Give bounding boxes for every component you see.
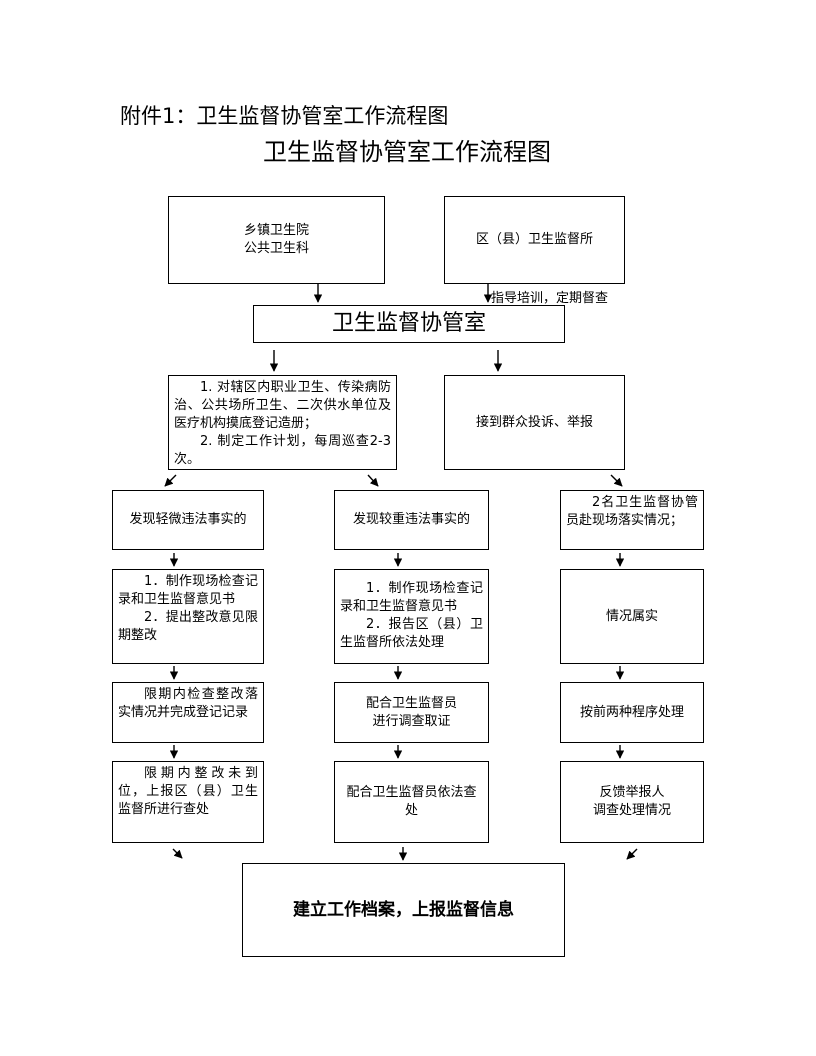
left-step-4-box: 限期内整改未到位，上报区（县）卫生监督所进行查处 [112,761,264,843]
middle-step-4-label: 配合卫生监督员依法查处 [346,785,477,818]
left-step-4-label: 限期内整改未到位，上报区（县）卫生监督所进行查处 [118,766,258,817]
left-step-2-box: 1．制作现场检查记录和卫生监督意见书 2．提出整改意见限期整改 [112,569,264,664]
right-step-1-box: 2名卫生监督协管员赴现场落实情况； [560,490,704,550]
right-step-3-label: 按前两种程序处理 [579,704,684,720]
arrow-right-to-final [626,848,638,860]
duty-item-2: 2. 制定工作计划，每周巡查2-3次。 [174,434,391,467]
final-label: 建立工作档案，上报监督信息 [293,900,514,920]
middle-step-3-box: 配合卫生监督员 进行调查取证 [334,682,489,743]
main-title: 卫生监督协管室工作流程图 [263,138,551,166]
duties-box: 1. 对辖区内职业卫生、传染病防治、公共场所卫生、二次供水单位及医疗机构摸底登记… [168,375,397,470]
left-step-1-box: 发现轻微违法事实的 [112,490,264,550]
right-step-4-line-2: 调查处理情况 [592,803,671,818]
left-step-3-label: 限期内检查整改落实情况并完成登记记录 [118,687,258,720]
district-office-box: 区（县）卫生监督所 [444,196,625,284]
middle-step-1-box: 发现较重违法事实的 [334,490,489,550]
township-line-1: 乡镇卫生院 [243,223,309,238]
township-hospital-text: 乡镇卫生院 公共卫生科 [244,222,309,258]
hub-label: 卫生监督协管室 [331,311,486,336]
right-step-3-box: 按前两种程序处理 [560,682,704,743]
guidance-note: 指导培训，定期督查 [491,291,609,306]
complaints-label: 接到群众投诉、举报 [475,414,593,430]
middle-step-2-box: 1．制作现场检查记录和卫生监督意见书 2．报告区（县）卫生监督所依法处理 [334,569,489,664]
left-step-2-item-2: 2．提出整改意见限期整改 [118,610,258,643]
attachment-title: 附件1：卫生监督协管室工作流程图 [120,104,449,128]
right-step-2-box: 情况属实 [560,569,704,664]
duty-item-1: 1. 对辖区内职业卫生、传染病防治、公共场所卫生、二次供水单位及医疗机构摸底登记… [174,380,391,431]
middle-step-1-label: 发现较重违法事实的 [352,512,470,527]
left-step-2-item-1: 1．制作现场检查记录和卫生监督意见书 [118,574,258,607]
middle-step-2-item-1: 1．制作现场检查记录和卫生监督意见书 [340,581,483,614]
township-hospital-box: 乡镇卫生院 公共卫生科 [168,196,385,284]
district-office-label: 区（县）卫生监督所 [475,232,593,247]
arrow-complaints-to-right [610,474,623,487]
middle-step-4-box: 配合卫生监督员依法查处 [334,761,489,843]
right-step-1-label: 2名卫生监督协管员赴现场落实情况； [566,495,698,528]
middle-step-3-line-2: 进行调查取证 [372,713,451,729]
township-line-2: 公共卫生科 [243,241,309,256]
left-step-3-box: 限期内检查整改落实情况并完成登记记录 [112,682,264,743]
left-step-1-label: 发现轻微违法事实的 [129,512,247,527]
arrow-duties-to-left [164,474,177,487]
right-step-4-box: 反馈举报人 调查处理情况 [560,761,704,843]
middle-step-3-line-1: 配合卫生监督员 [365,695,457,711]
right-step-4-line-1: 反馈举报人 [599,785,665,800]
middle-step-2-item-2: 2．报告区（县）卫生监督所依法处理 [340,617,483,650]
right-step-2-label: 情况属实 [605,608,658,624]
arrow-duties-to-middle [367,474,379,487]
hub-box: 卫生监督协管室 [253,305,565,343]
final-box: 建立工作档案，上报监督信息 [242,863,565,957]
arrow-left-to-final [172,848,183,859]
complaints-box: 接到群众投诉、举报 [444,375,625,470]
